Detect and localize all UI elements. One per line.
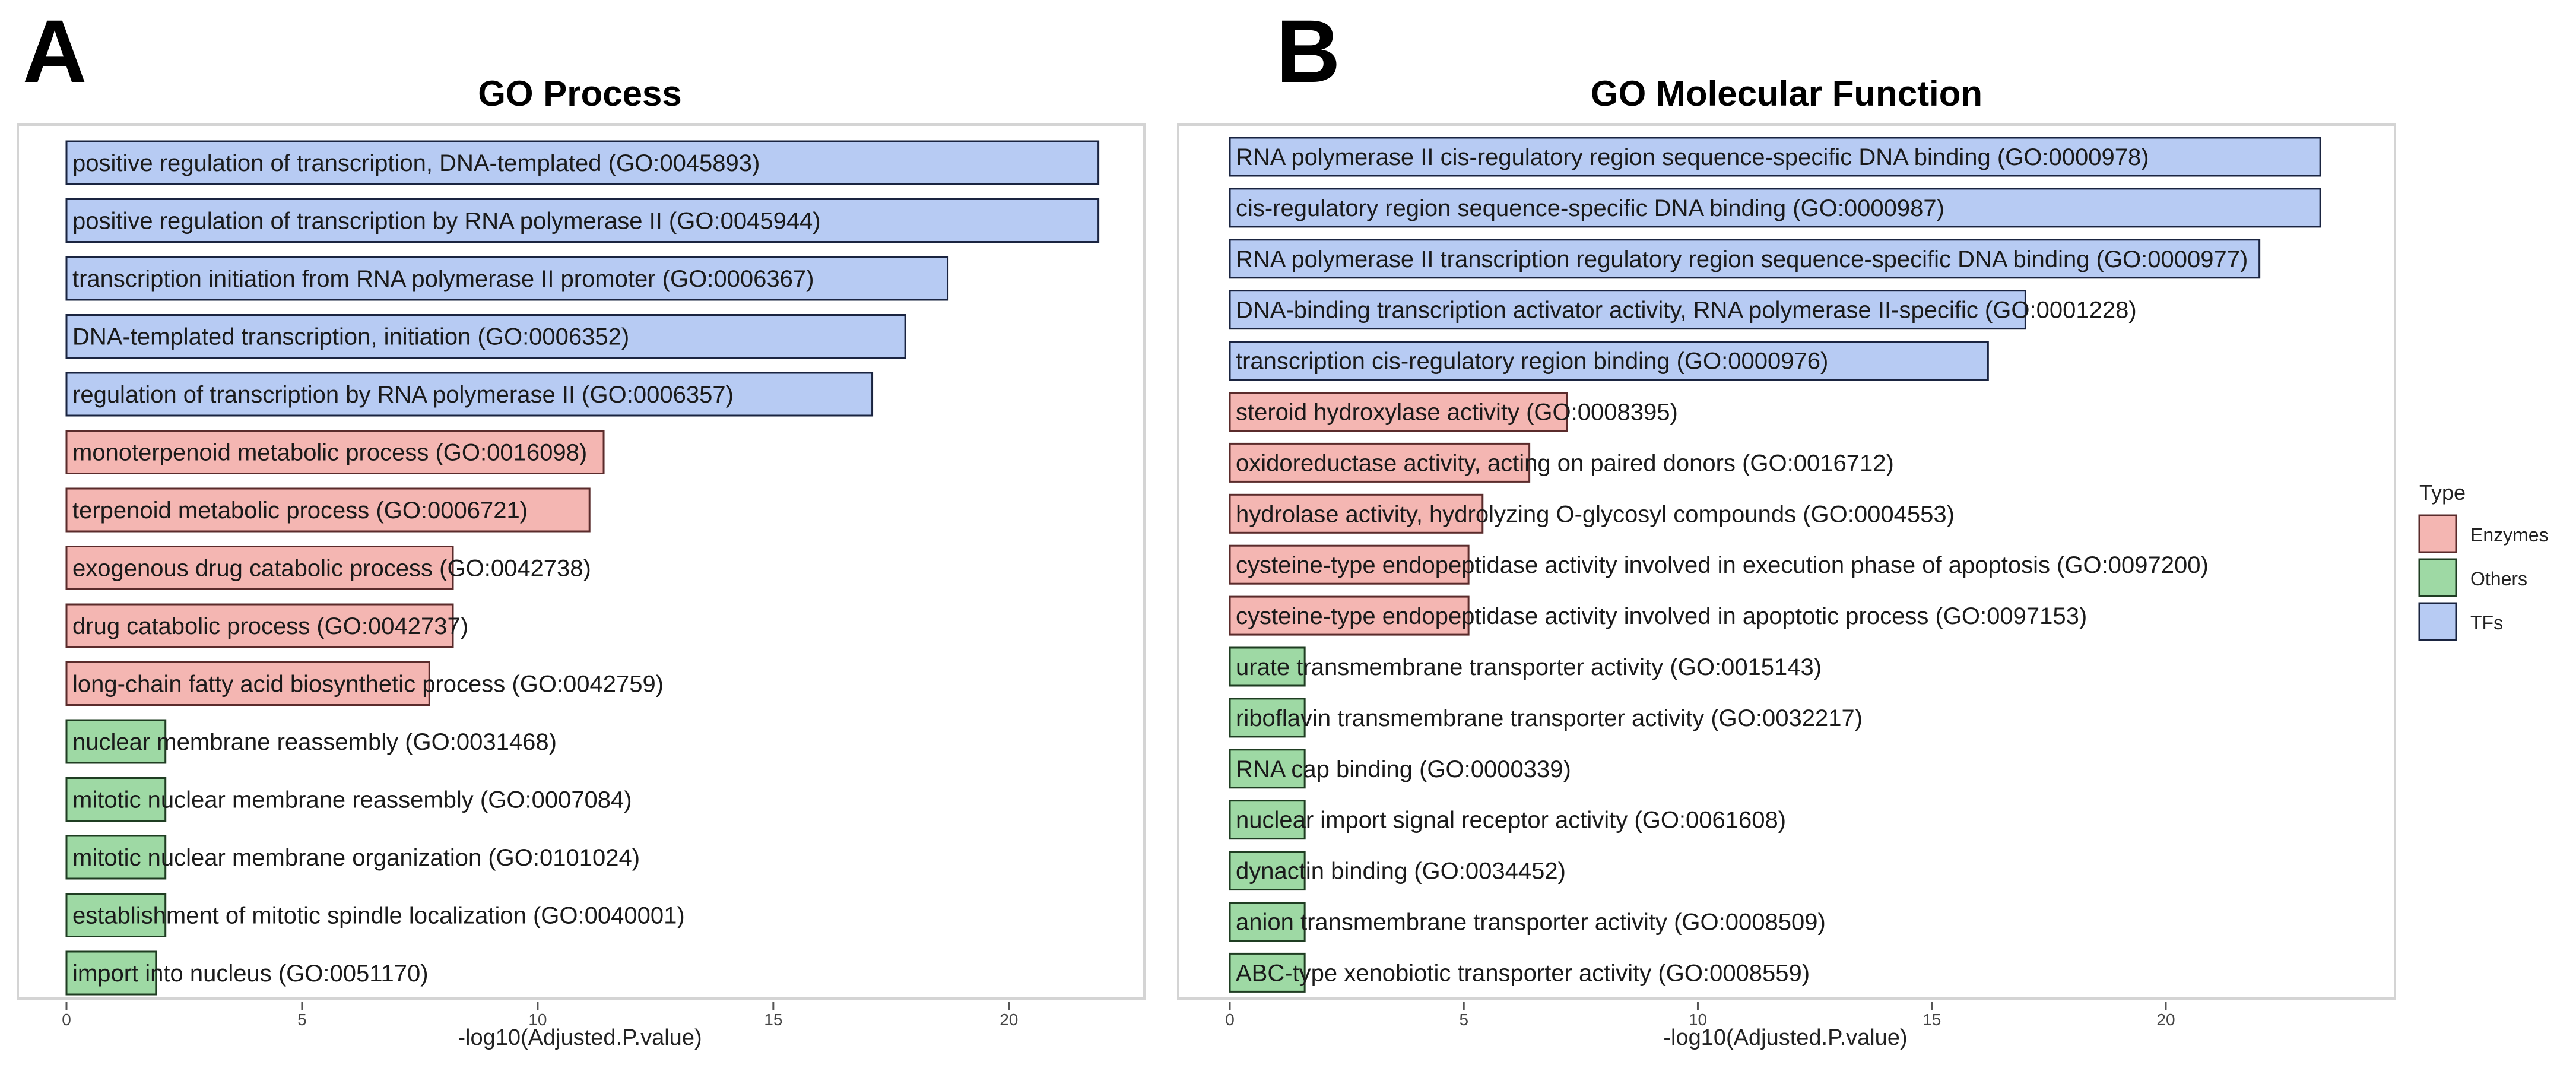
panel-b-bar-label: steroid hydroxylase activity (GO:0008395… (1236, 400, 1678, 426)
panel-a-x-tick-label: 20 (1000, 1010, 1018, 1029)
panel-a-bar (65, 719, 167, 764)
panel-b-bar (1229, 749, 1306, 789)
panel-a-bar (65, 372, 874, 417)
panel-b-bar (1229, 493, 1484, 534)
panel-b-bar (1229, 137, 2321, 177)
panel-a-bar-label: positive regulation of transcription by … (72, 208, 821, 234)
panel-a-bar (65, 777, 167, 822)
panel-a-bar-label: drug catabolic process (GO:0042737) (72, 613, 468, 639)
panel-a-x-tick-label: 10 (528, 1010, 547, 1029)
panel-b-x-tick-label: 10 (1689, 1010, 1707, 1029)
panel-b-bar-label: RNA cap binding (GO:0000339) (1236, 756, 1571, 782)
panel-b-bar (1229, 239, 2261, 279)
panel-b-bar (1229, 646, 1306, 687)
panel-b-bar (1229, 290, 2026, 330)
panel-b-bar-label: anion transmembrane transporter activity… (1236, 909, 1826, 936)
panel-a-bar-label: long-chain fatty acid biosynthetic proce… (72, 671, 664, 698)
panel-a-bar (65, 835, 167, 880)
panel-a-bar-label: monoterpenoid metabolic process (GO:0016… (72, 440, 587, 466)
panel-b-bar (1229, 851, 1306, 891)
panel-b-bar (1229, 188, 2321, 228)
panel-a-bar (65, 487, 591, 533)
legend-label: Enzymes (2470, 524, 2549, 546)
panel-b-bar-label: nuclear import signal receptor activity … (1236, 807, 1786, 834)
panel-b-bars: RNA polymerase II cis-regulatory region … (1229, 137, 2321, 993)
legend-title: Type (2419, 480, 2466, 505)
panel-b-bar-label: hydrolase activity, hydrolyzing O-glycos… (1236, 501, 1955, 527)
panel-a-bar-label: transcription initiation from RNA polyme… (72, 266, 814, 292)
panel-a-bar (65, 430, 605, 474)
panel-a-bar-label: DNA-templated transcription, initiation … (72, 324, 629, 350)
panel-a-bar (65, 198, 1100, 243)
legend-label: TFs (2470, 612, 2503, 633)
panel-a-bar (65, 256, 949, 301)
panel-b-bar-label: RNA polymerase II transcription regulato… (1236, 246, 2248, 272)
panel-a-title: GO Process (478, 74, 682, 113)
panel-b-bar-label: RNA polymerase II cis-regulatory region … (1236, 144, 2149, 170)
panel-a-bar-label: terpenoid metabolic process (GO:0006721) (72, 497, 528, 524)
panel-a-bar (65, 140, 1100, 185)
panel-b-bar (1229, 800, 1306, 840)
panel-a-bar (65, 314, 906, 359)
panel-a-bar-label: exogenous drug catabolic process (GO:004… (72, 556, 591, 582)
panel-b-bar-label: ABC-type xenobiotic transporter activity… (1236, 960, 1810, 986)
panel-b-bar (1229, 952, 1306, 993)
panel-a-bar-label: establishment of mitotic spindle localiz… (72, 903, 685, 929)
panel-b-bar-label: dynactin binding (GO:0034452) (1236, 858, 1566, 885)
panel-b-bar-label: DNA-binding transcription activator acti… (1236, 297, 2137, 324)
panel-a-x-tick-label: 15 (764, 1010, 782, 1029)
panel-a-bar (65, 661, 430, 706)
panel-a-bar (65, 546, 454, 590)
panel-b-plot-frame (1177, 123, 2396, 1000)
panel-b-bar (1229, 544, 1470, 585)
panel-a-x-tick-label: 0 (62, 1010, 71, 1029)
panel-b-x-tick-label: 15 (1923, 1010, 1941, 1029)
panel-b-bar (1229, 341, 1989, 381)
panel-b-bar-label: transcription cis-regulatory region bind… (1236, 348, 1828, 375)
panel-a-x-axis-label: -log10(Adjusted.P.value) (458, 1025, 702, 1050)
panel-b-bar (1229, 392, 1568, 432)
legend-swatch (2418, 602, 2457, 641)
legend-swatch (2418, 558, 2457, 597)
panel-b-bar-label: oxidoreductase activity, acting on paire… (1236, 450, 1894, 476)
panel-a-bar-label: import into nucleus (GO:0051170) (72, 961, 429, 987)
panel-b-x-tick-label: 0 (1225, 1010, 1235, 1029)
panel-b-bar-label: cysteine-type endopeptidase activity inv… (1236, 552, 2209, 578)
panel-a-bar (65, 950, 157, 996)
panel-b-x-axis-label: -log10(Adjusted.P.value) (1663, 1025, 1907, 1050)
panel-a-bar-label: positive regulation of transcription, DN… (72, 150, 760, 176)
panel-a-bar-label: nuclear membrane reassembly (GO:0031468) (72, 729, 557, 755)
panel-b-x-axis: 0 5 10 15 20 (1225, 1002, 2175, 1029)
panel-letter-b: B (1276, 1, 1340, 101)
panel-b-bar (1229, 595, 1470, 636)
panel-b-bar (1229, 902, 1306, 942)
panel-b-bar-label: riboflavin transmembrane transporter act… (1236, 705, 1863, 731)
panel-a-bar (65, 603, 454, 648)
legend-swatch (2418, 514, 2457, 553)
panel-a-x-axis: 0 5 10 15 20 (62, 1002, 1018, 1029)
panel-b-title: GO Molecular Function (1591, 74, 1982, 113)
panel-a-bar-label: mitotic nuclear membrane reassembly (GO:… (72, 787, 632, 813)
panel-a-x-tick-label: 5 (297, 1010, 307, 1029)
panel-b-bar-label: cis-regulatory region sequence-specific … (1236, 195, 1944, 221)
panel-a-plot-frame (17, 123, 1146, 1000)
panel-a-bar-label: mitotic nuclear membrane organization (G… (72, 845, 640, 871)
panel-b-x-tick-label: 20 (2156, 1010, 2175, 1029)
panel-b-bar-label: cysteine-type endopeptidase activity inv… (1236, 603, 2087, 629)
panel-b: B GO Molecular Function RNA polymerase I… (1177, 1, 2396, 1050)
panel-b-bar (1229, 442, 1531, 483)
panel-a-bars: positive regulation of transcription, DN… (65, 140, 1100, 996)
panel-a-bar (65, 893, 167, 937)
panel-b-bar-label: urate transmembrane transporter activity… (1236, 654, 1822, 680)
panel-b-x-tick-label: 5 (1459, 1010, 1468, 1029)
panel-b-bar (1229, 698, 1306, 738)
legend-label: Others (2470, 568, 2527, 590)
panel-letter-a: A (23, 1, 87, 101)
panel-a: A GO Process positive regulation of tran… (17, 1, 1146, 1050)
panel-a-bar-label: regulation of transcription by RNA polym… (72, 382, 734, 408)
